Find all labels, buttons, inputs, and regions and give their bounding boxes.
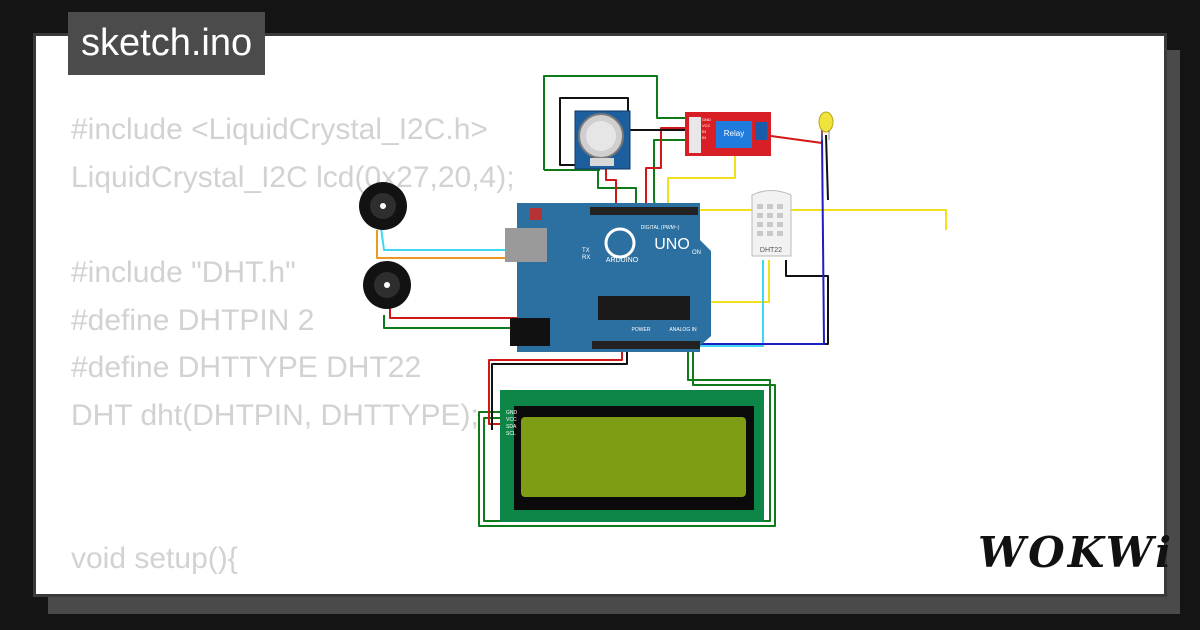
lcd-pin-label: SCL <box>506 431 516 437</box>
wire <box>645 127 687 214</box>
dht-label: DHT22 <box>760 247 782 254</box>
wokwi-logo: WOKWi <box>978 528 1175 577</box>
relay-pin-label: IN <box>702 135 706 140</box>
wire <box>825 134 829 201</box>
relay-module[interactable]: Relay GND VCC IN IN <box>685 112 771 156</box>
rx-label: RX <box>582 255 590 261</box>
buzzer[interactable] <box>359 182 407 230</box>
arduino-uno[interactable]: UNO ARDUINO DIGITAL (PWM~) POWER ANALOG … <box>505 203 711 352</box>
lcd-pin-label: SDA <box>506 424 517 430</box>
relay-label: Relay <box>724 129 744 138</box>
wire <box>543 75 687 170</box>
wire <box>491 348 628 430</box>
relay-pin-label: GND <box>702 117 711 122</box>
wire <box>770 128 823 144</box>
wire <box>559 97 687 166</box>
file-tab[interactable]: sketch.ino <box>68 12 266 75</box>
analog-label: ANALOG IN <box>669 327 697 333</box>
relay-pin-label: VCC <box>702 123 711 128</box>
code-line: #include "DHT.h" <box>71 256 296 290</box>
wire <box>702 134 825 345</box>
wire <box>659 209 947 230</box>
power-label: POWER <box>632 327 651 333</box>
tx-label: TX <box>582 248 590 254</box>
potentiometer[interactable] <box>574 110 631 170</box>
lcd-2004[interactable]: GND VCC SDA SCL <box>500 390 764 522</box>
arduino-brand: ARDUINO <box>606 257 639 264</box>
code-line: void setup(){ <box>71 542 238 576</box>
lcd-pin-label: GND <box>506 410 518 416</box>
digital-label: DIGITAL (PWM~) <box>641 225 680 231</box>
wire <box>700 260 764 347</box>
dht22-sensor[interactable]: DHT22 <box>751 190 792 257</box>
wire <box>605 165 617 214</box>
wire <box>483 348 771 522</box>
code-line: #define DHTTYPE DHT22 <box>71 351 422 385</box>
on-label: ON <box>692 250 701 256</box>
led[interactable] <box>818 111 834 140</box>
lcd-pin-label: VCC <box>506 417 517 423</box>
buzzer[interactable] <box>363 261 411 309</box>
code-line: #define DHTPIN 2 <box>71 303 315 337</box>
wire <box>478 348 776 527</box>
code-line: Serial.begin(9600); <box>71 583 515 594</box>
code-line: #include <LiquidCrystal_I2C.h> <box>71 113 488 146</box>
arduino-model: UNO <box>654 236 690 253</box>
wire <box>667 135 736 214</box>
code-line: DHT dht(DHTPIN, DHTTYPE); <box>71 399 479 433</box>
code-background: #include <LiquidCrystal_I2C.h> LiquidCrys… <box>71 106 515 594</box>
relay-pin-label: IN <box>702 129 706 134</box>
code-line: LiquidCrystal_I2C lcd(0x27,20,4); <box>71 160 515 194</box>
